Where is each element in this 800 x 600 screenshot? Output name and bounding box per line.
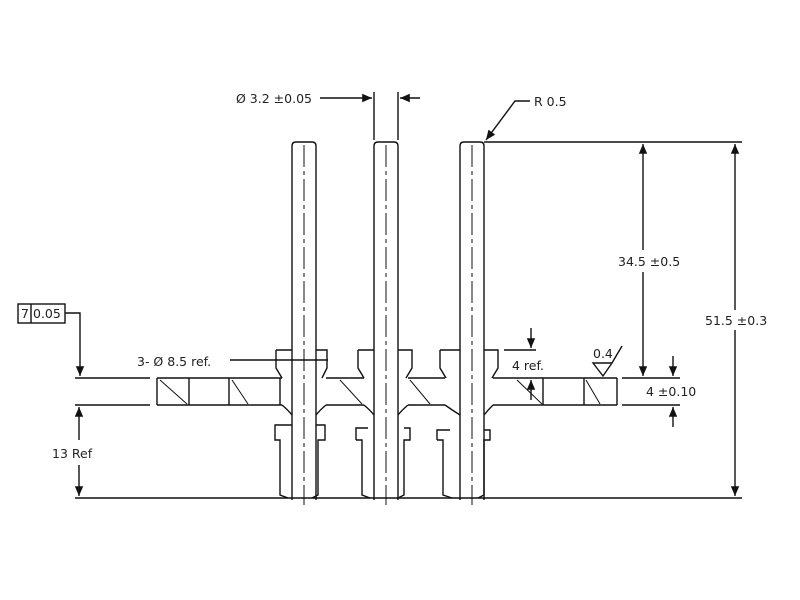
flatness-tolerance-frame: 7 0.05 [17, 303, 85, 376]
flatness-value: 0.05 [33, 306, 61, 321]
exposed-length-label: 34.5 ±0.5 [618, 254, 680, 269]
overall-length-label: 51.5 ±0.3 [705, 313, 767, 328]
pin-3 [436, 141, 499, 505]
exposed-length-dimension: 34.5 ±0.5 [618, 144, 680, 376]
base-plate [75, 141, 742, 499]
surface-finish-symbol: 0.4 [591, 345, 623, 378]
housing-diameter-label: 3- Ø 8.5 ref. [137, 354, 211, 369]
surface-finish-label: 0.4 [593, 346, 613, 361]
pin-diameter-dimension: Ø 3.2 ±0.05 [236, 91, 420, 140]
flatness-symbol: 7 [21, 306, 29, 321]
tip-radius-label: R 0.5 [534, 94, 567, 109]
housing-diameter-callout: 3- Ø 8.5 ref. [137, 354, 328, 369]
pin-1 [274, 141, 328, 505]
housing-height-dimension: 4 ref. [504, 328, 544, 400]
tip-radius-dimension: R 0.5 [485, 94, 567, 141]
lower-length-label: 13 Ref [52, 446, 93, 461]
pin-2 [355, 141, 413, 505]
overall-length-dimension: 51.5 ±0.3 [705, 144, 767, 496]
housing-height-label: 4 ref. [512, 358, 544, 373]
plate-thickness-dimension: 4 ±0.10 [646, 356, 696, 427]
pin-diameter-label: Ø 3.2 ±0.05 [236, 91, 312, 106]
plate-thickness-label: 4 ±0.10 [646, 384, 696, 399]
lower-length-dimension: 13 Ref [52, 407, 93, 496]
